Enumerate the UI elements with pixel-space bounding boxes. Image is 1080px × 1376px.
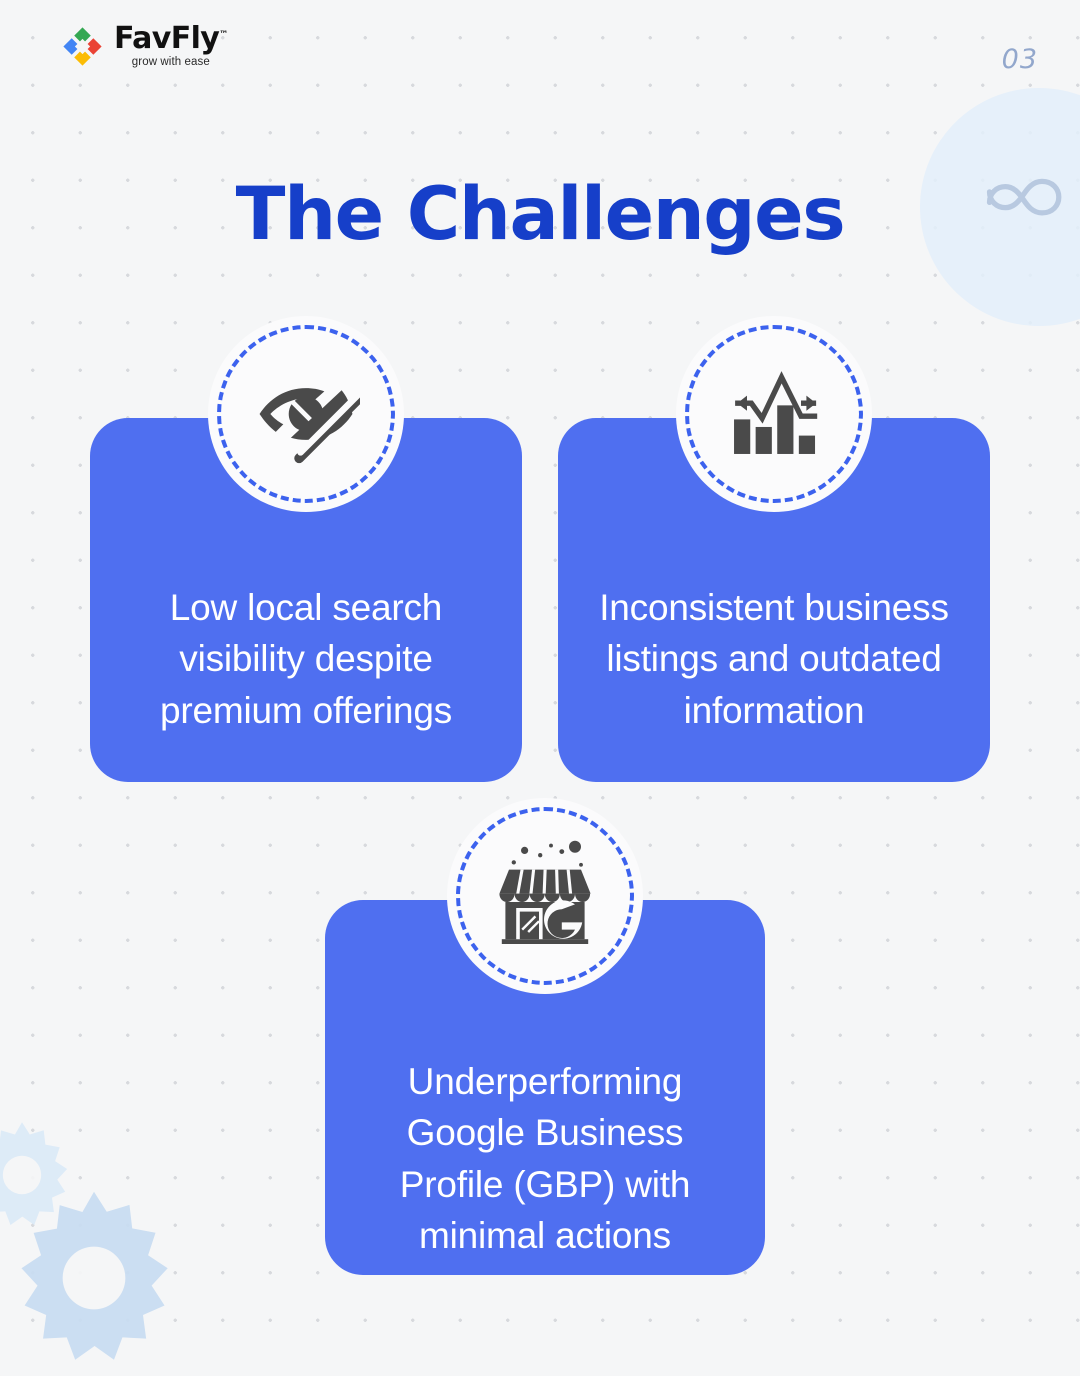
icon-badge-gbp <box>447 798 643 994</box>
page-title: The Challenges <box>235 172 846 257</box>
brand-logo[interactable]: FavFly™ grow with ease <box>60 24 228 69</box>
icon-badge-low-visibility <box>208 316 404 512</box>
favfly-diamond-logo-icon <box>63 27 102 66</box>
gear-icon-large <box>21 1191 168 1360</box>
dashed-ring <box>685 325 863 503</box>
brand-tagline: grow with ease <box>131 56 210 69</box>
brand-wordmark: FavFly™ <box>114 24 228 54</box>
challenge-card-text: Low local search visibility despite prem… <box>159 587 453 731</box>
challenge-card-text: Inconsistent business listings and outda… <box>599 587 949 731</box>
bar-chart-decline-icon <box>720 360 828 468</box>
page-number: 03 <box>1001 44 1038 75</box>
trademark-symbol: ™ <box>219 30 228 41</box>
dashed-ring <box>217 325 395 503</box>
infinity-icon <box>986 178 1062 216</box>
challenge-card-text: Underperforming Google Business Profile … <box>399 1061 691 1256</box>
icon-badge-inconsistent-listings <box>676 316 872 512</box>
dashed-ring <box>456 807 634 985</box>
eye-off-icon <box>252 360 360 468</box>
gear-icon-small <box>0 1122 68 1226</box>
storefront-google-icon <box>485 836 605 956</box>
brand-name: FavFly <box>114 21 220 57</box>
